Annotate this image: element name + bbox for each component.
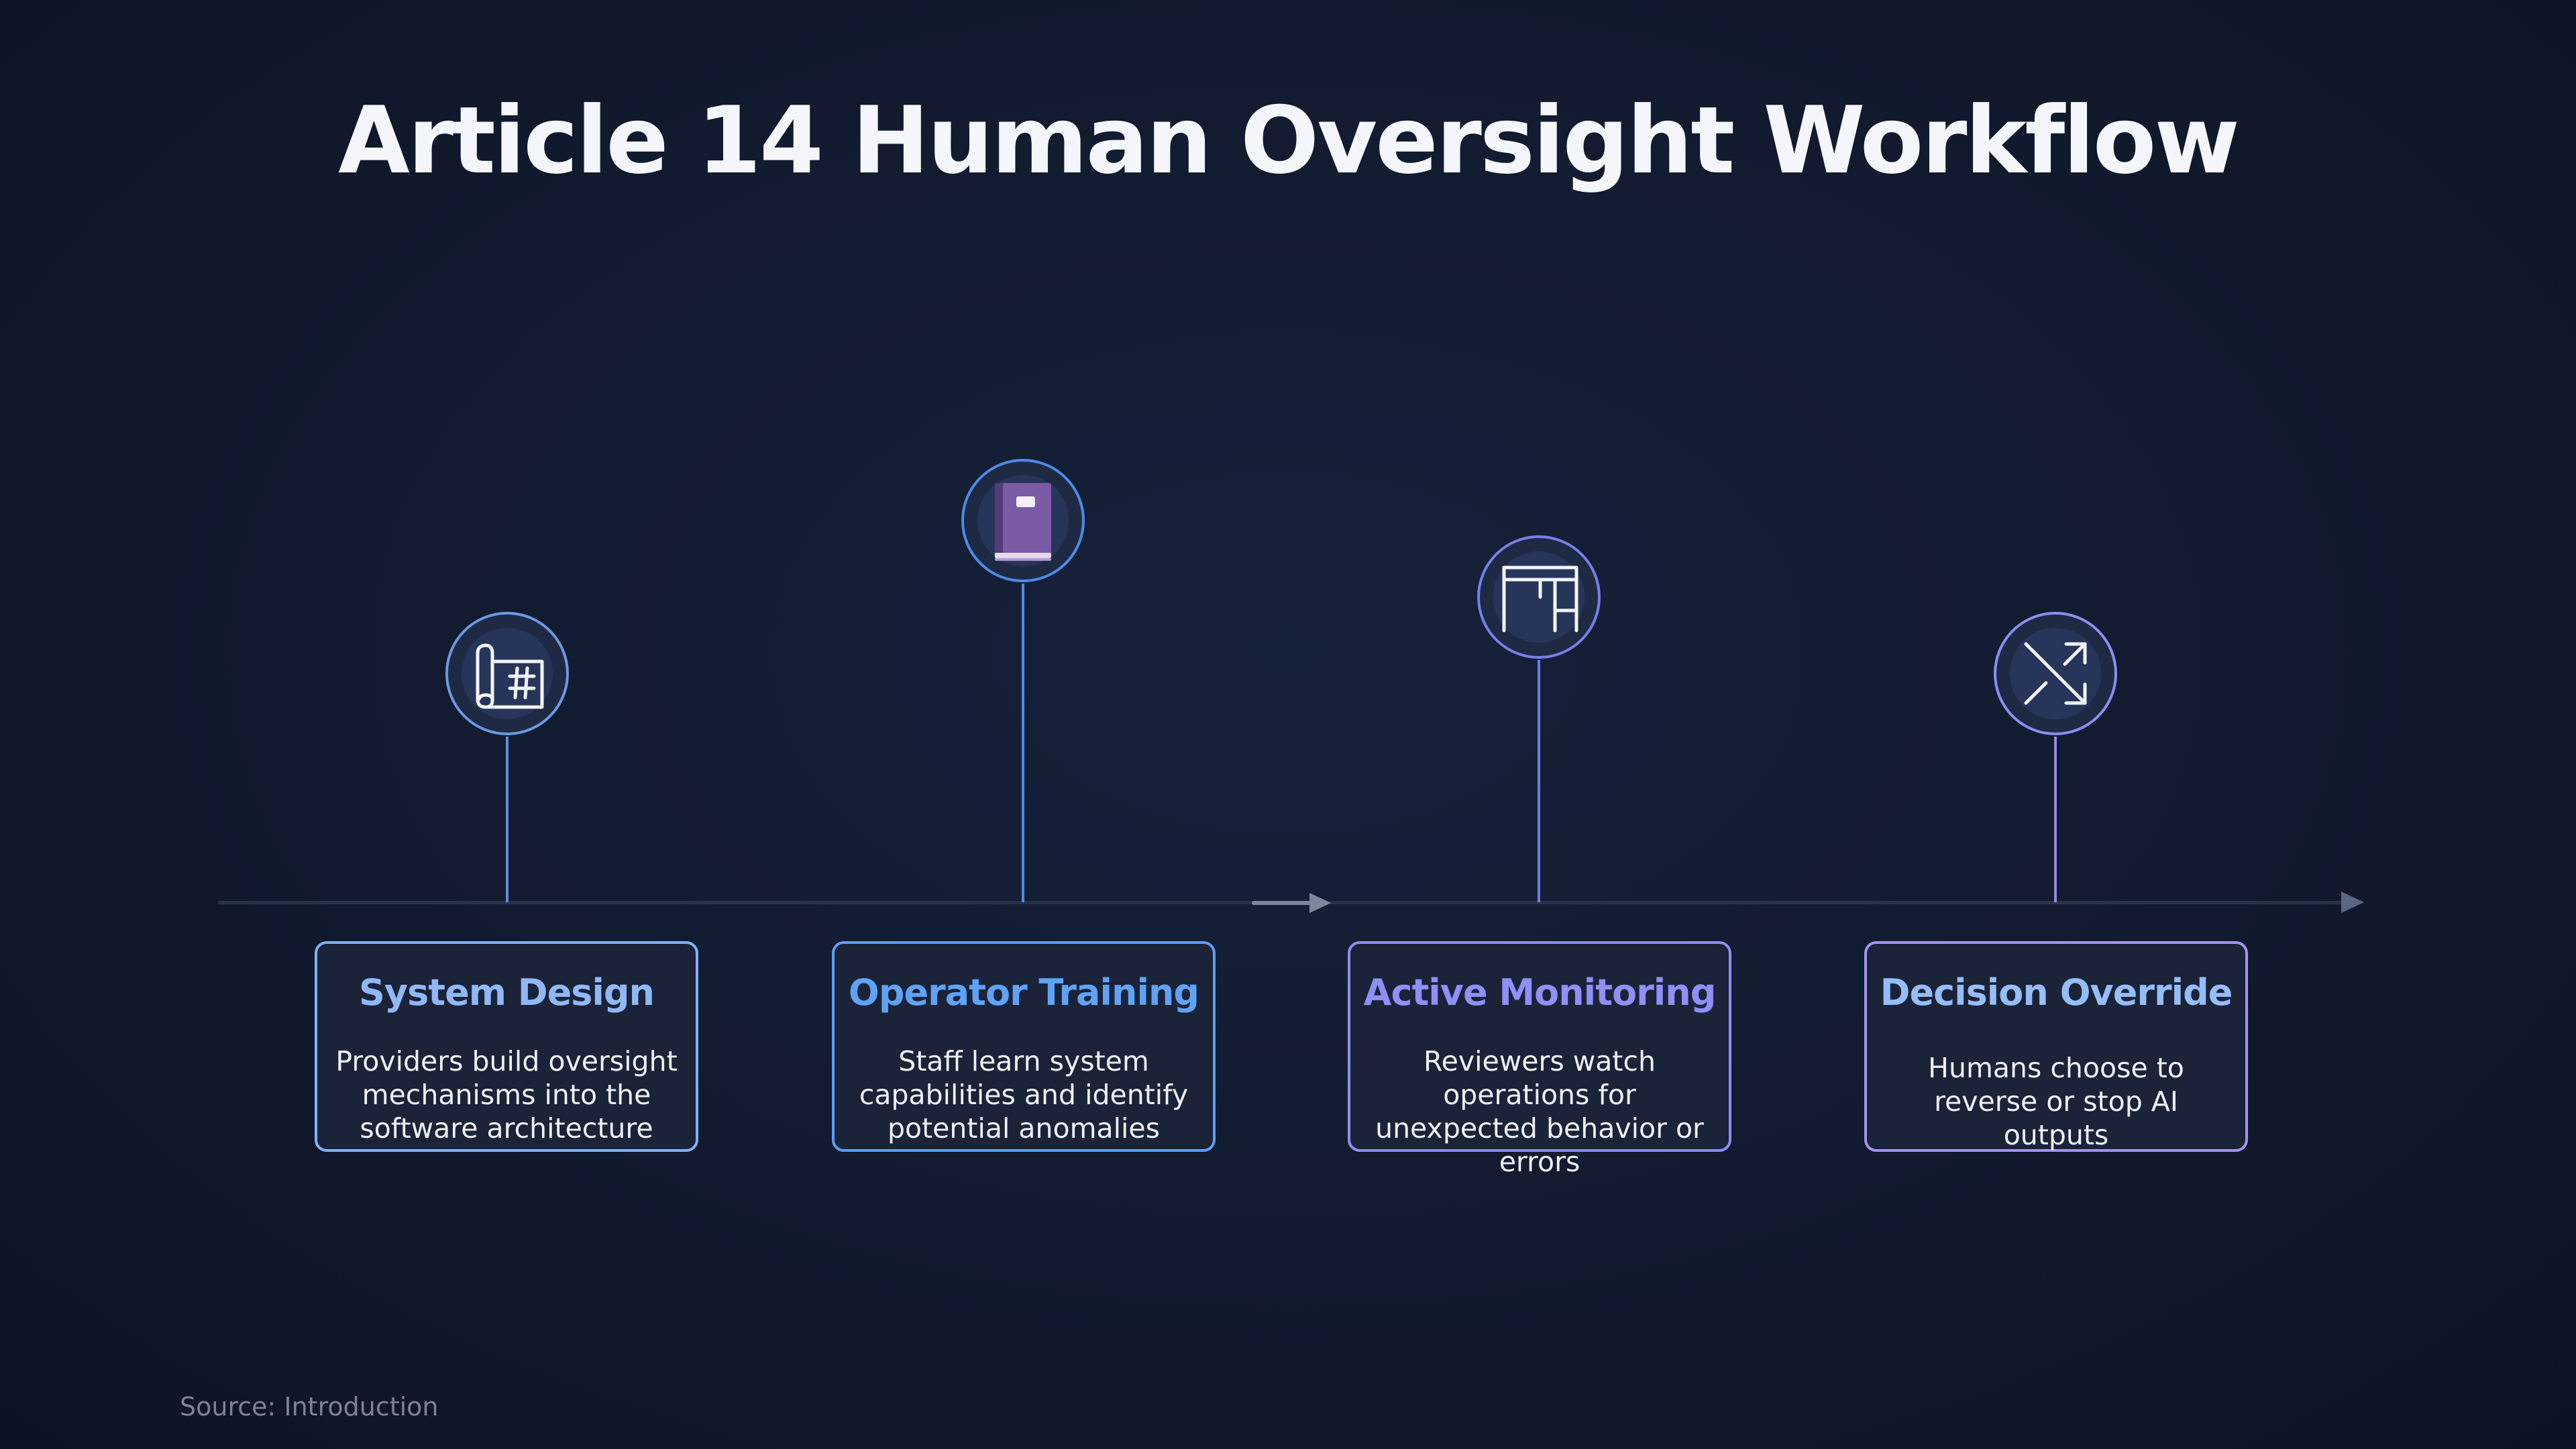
step-card-decision-override: Decision Override Humans choose to rever… [1864, 941, 2248, 1152]
step-description: Staff learn system capabilities and iden… [859, 1045, 1189, 1144]
blueprint-icon [476, 643, 544, 709]
step-description: Providers build oversight mechanisms int… [335, 1045, 678, 1144]
page-title: Article 14 Human Oversight Workflow [338, 87, 2240, 195]
desk-icon [1502, 566, 1578, 633]
source-note: Source: Introduction [180, 1392, 439, 1421]
step-title: Operator Training [848, 971, 1199, 1014]
step-connector [1538, 660, 1540, 902]
step-connector [2054, 737, 2057, 902]
step-card-operator-training: Operator Training Staff learn system cap… [832, 941, 1216, 1152]
timeline-arrowhead [2341, 892, 2364, 913]
step-connector [506, 737, 508, 902]
step-node-operator-training [961, 459, 1085, 582]
step-connector [1022, 584, 1024, 902]
flow-arrow-head [1309, 893, 1331, 913]
step-title: System Design [359, 971, 655, 1014]
flow-arrow-line [1252, 901, 1316, 905]
step-node-active-monitoring [1477, 535, 1601, 659]
step-card-system-design: System Design Providers build oversight … [315, 941, 698, 1152]
book-icon [995, 483, 1051, 561]
step-description: Reviewers watch operations for unexpecte… [1375, 1045, 1704, 1178]
step-card-active-monitoring: Active Monitoring Reviewers watch operat… [1348, 941, 1731, 1178]
step-node-decision-override [1994, 612, 2117, 735]
step-title: Decision Override [1880, 971, 2233, 1014]
step-title: Active Monitoring [1363, 971, 1717, 1014]
step-node-system-design [445, 612, 569, 735]
step-description: Humans choose to reverse or stop AI outp… [1928, 1052, 2184, 1151]
arrows-diagonal-icon [2024, 642, 2087, 705]
